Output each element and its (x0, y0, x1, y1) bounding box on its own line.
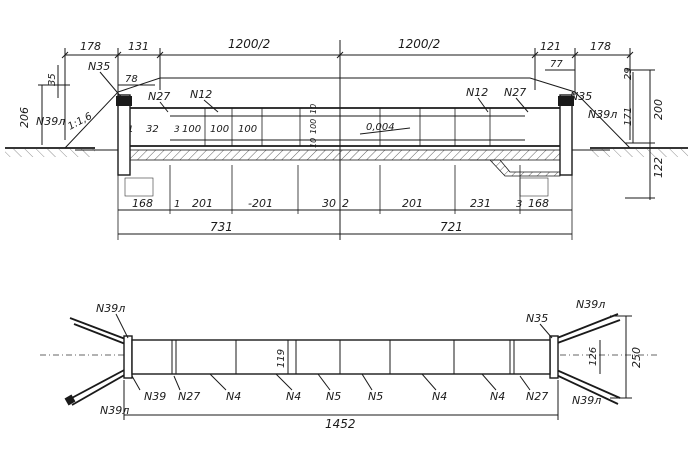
ground-line (5, 147, 688, 157)
dim-131: 131 (128, 40, 149, 53)
dim-1200-right: 1200/2 (398, 37, 440, 51)
dim-178-left: 178 (80, 40, 101, 53)
plan-label-n39l-bottom-right: N39л (572, 394, 601, 407)
bot-dim-201a: 201 (192, 197, 213, 210)
plan-view: 119 126 250 1452 N39л N35 N39л N39л N39 … (40, 298, 660, 431)
plan-total-1452: 1452 (325, 417, 356, 431)
top-dimension-line: 178 131 1200/2 1200/2 121 178 (61, 37, 634, 240)
plan-label-n5-a: N5 (326, 390, 341, 403)
label-n12-right: N12 (466, 86, 488, 99)
bot-dim-201b: -201 (248, 197, 273, 210)
plan-headwall-right (549, 335, 559, 379)
slope-label-left: 1:1,6 (66, 111, 94, 133)
bot-dim-2: 2 (342, 197, 349, 210)
plan-label-n39l-top-left: N39л (96, 302, 125, 315)
bot-dim-3: 3 (516, 199, 522, 210)
inner-dim-100c: 100 (238, 124, 257, 135)
plan-label-n35: N35 (526, 312, 548, 325)
inner-dim-32: 32 (146, 124, 159, 135)
dim-77: 77 (550, 59, 563, 70)
label-n35-right: N35 (570, 90, 592, 103)
plan-dim-250: 250 (630, 347, 643, 368)
inner-dim-10a: 10 (309, 138, 318, 148)
dim-122: 122 (652, 157, 665, 178)
bottom-dimension-line: 168 1 201 -201 30 2 201 231 3 168 731 72… (117, 165, 573, 240)
plan-label-n4-d: N4 (490, 390, 505, 403)
plan-label-n4-a: N4 (226, 390, 241, 403)
label-n27-left: N27 (148, 90, 170, 103)
dim-121: 121 (540, 40, 561, 53)
bot-dim-231: 231 (470, 197, 491, 210)
label-n35-left: N35 (88, 60, 110, 73)
bot-dim-201c: 201 (402, 197, 423, 210)
total-731: 731 (210, 220, 233, 234)
plan-label-n27-right: N27 (526, 390, 548, 403)
plan-dim-126: 126 (588, 347, 599, 366)
plan-label-n39l-bottom-left: N39л (100, 404, 129, 417)
plan-headwall-left (123, 335, 133, 379)
pipe-section: 31 32 3 100 100 100 10 100 10 0,004 (122, 104, 560, 148)
dim-78: 78 (125, 74, 138, 85)
inner-dim-10b: 10 (309, 104, 318, 114)
label-n27-right: N27 (504, 86, 526, 99)
dim-206: 206 (18, 107, 31, 128)
inner-dim-3: 3 (174, 125, 180, 135)
label-n39l-right: N39л (588, 108, 617, 121)
dim-200: 200 (652, 99, 665, 120)
bot-dim-168-right: 168 (528, 197, 549, 210)
dim-29: 29 (623, 67, 634, 80)
plan-pipe-body (131, 339, 551, 375)
cap-left (116, 96, 132, 106)
dim-178-right: 178 (590, 40, 611, 53)
inner-dim-100a: 100 (182, 124, 201, 135)
plan-label-n5-b: N5 (368, 390, 383, 403)
headwall-right (559, 94, 573, 176)
plan-label-n39: N39 (144, 390, 166, 403)
plan-label-n4-b: N4 (286, 390, 301, 403)
grade-label: 0,004 (366, 122, 395, 133)
label-n39l-left: N39л (36, 115, 65, 128)
inner-dim-100d: 100 (309, 119, 318, 134)
total-721: 721 (440, 220, 463, 234)
plan-dim-119: 119 (276, 349, 287, 368)
foundation-slab (129, 149, 561, 161)
foundation-step (470, 159, 561, 177)
bot-dim-30: 30 (322, 197, 336, 210)
dim-171: 171 (623, 107, 634, 126)
dim-35: 35 (47, 73, 58, 86)
headwall-left (117, 94, 131, 176)
inner-dim-100b: 100 (210, 124, 229, 135)
longitudinal-section: 178 131 1200/2 1200/2 121 178 78 77 206 … (5, 37, 688, 240)
plan-label-n39l-top-right: N39л (576, 298, 605, 311)
plan-label-n4-c: N4 (432, 390, 447, 403)
plan-label-n27-left: N27 (178, 390, 200, 403)
bot-dim-168-left: 168 (132, 197, 153, 210)
bot-dim-1: 1 (174, 199, 180, 210)
dim-1200-left: 1200/2 (228, 37, 270, 51)
label-n12-left: N12 (190, 88, 212, 101)
